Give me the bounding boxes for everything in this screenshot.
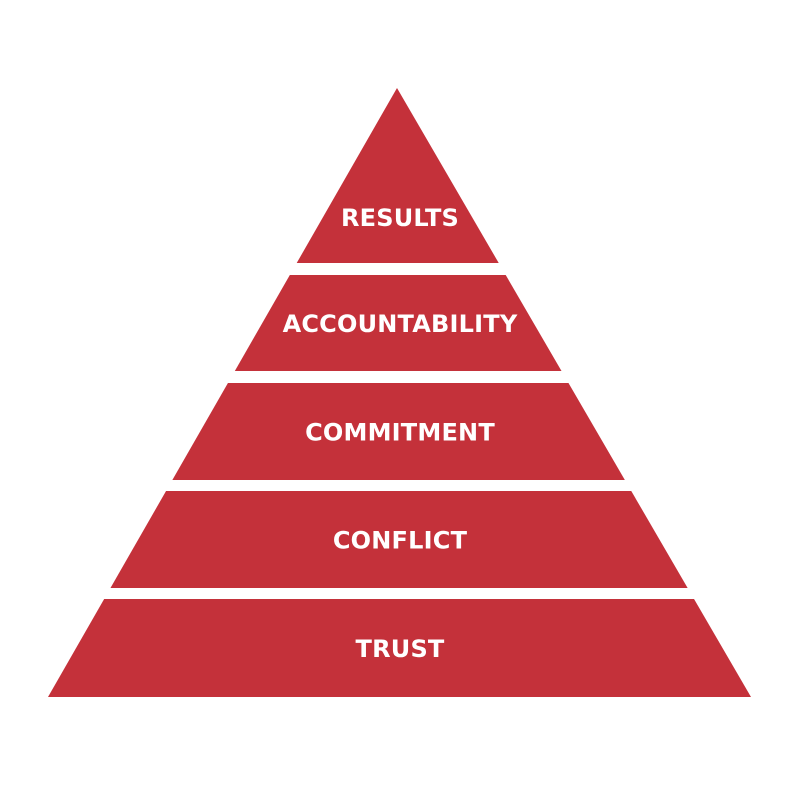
pyramid-layer-label: RESULTS: [341, 204, 459, 232]
pyramid-layer-shape: [172, 383, 625, 480]
pyramid-layer-label: COMMITMENT: [305, 419, 495, 447]
pyramid-layer-label: TRUST: [356, 635, 445, 663]
pyramid-layer-shape: [296, 88, 499, 263]
pyramid-layer-shape: [234, 275, 562, 371]
pyramid-layer-shape: [48, 599, 751, 697]
pyramid-layer-conflict: CONFLICT: [110, 491, 688, 588]
pyramid-layer-results: RESULTS: [296, 88, 499, 263]
pyramid-layer-label: CONFLICT: [333, 527, 468, 555]
pyramid-layer-accountability: ACCOUNTABILITY: [234, 275, 562, 371]
pyramid-layer-commitment: COMMITMENT: [172, 383, 625, 480]
pyramid-layer-trust: TRUST: [48, 599, 751, 697]
pyramid-layer-shape: [110, 491, 688, 588]
pyramid-layer-label: ACCOUNTABILITY: [283, 310, 518, 338]
